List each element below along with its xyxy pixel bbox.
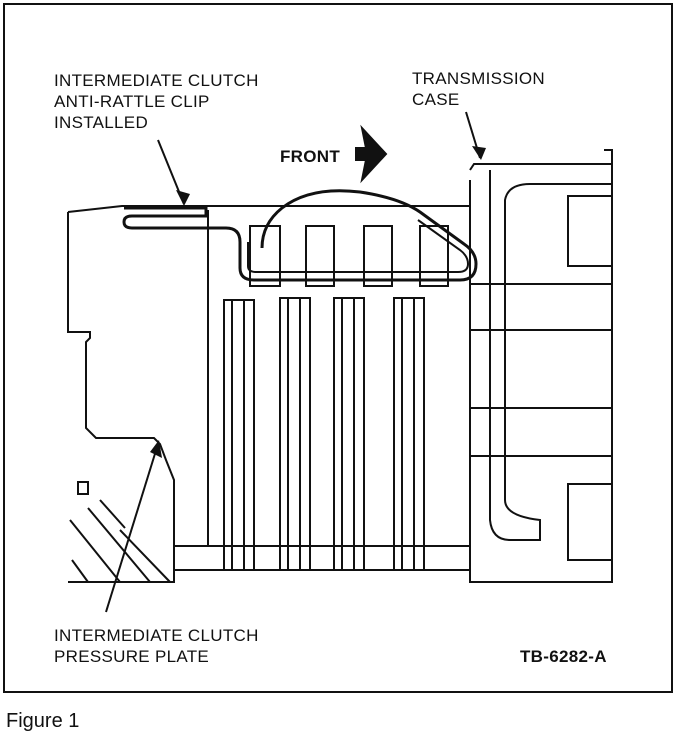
case-notch: [604, 149, 613, 164]
clip-leader-arrowhead-icon: [176, 190, 190, 206]
figure-caption: Figure 1: [6, 710, 80, 732]
left-diagonal-hatch: [69, 499, 171, 583]
case-leader-arrowhead-icon: [472, 146, 486, 160]
front-label: FRONT: [280, 147, 341, 166]
clutch-plate-2-core: [287, 297, 301, 571]
case-inner-channel: [489, 170, 612, 541]
upper-column-2: [305, 225, 335, 287]
clutch-plate-1-core: [231, 299, 245, 571]
clutch-plate-1: [223, 299, 255, 571]
pressure-plate-bar: [207, 210, 470, 547]
case-outline: [469, 163, 613, 583]
plate-leader-arrowhead-icon: [150, 440, 162, 458]
clutch-plate-3-core: [341, 297, 355, 571]
front-arrow-icon: [355, 124, 388, 184]
plate-leader-line: [105, 443, 159, 613]
figure-frame: [3, 3, 673, 693]
case-rib-lower: [567, 483, 613, 561]
anti-rattle-clip-label-line-3: INSTALLED: [54, 113, 149, 132]
transmission-case-label: TRANSMISSION CASE: [412, 68, 545, 110]
anti-rattle-clip-inner: [247, 219, 470, 273]
upper-column-1: [249, 225, 281, 287]
case-rib-upper: [567, 195, 613, 267]
base-step: [174, 545, 470, 571]
clutch-plate-4: [393, 297, 425, 571]
clutch-plate-4-core: [401, 297, 415, 571]
pressure-plate-label-line-2: PRESSURE PLATE: [54, 647, 210, 666]
case-slot-1: [470, 283, 612, 331]
left-housing-top: [67, 205, 470, 213]
anti-rattle-clip-label: INTERMEDIATE CLUTCH ANTI-RATTLE CLIP INS…: [54, 70, 259, 133]
part-number-label: TB-6282-A: [520, 647, 607, 666]
case-slot-2: [470, 407, 612, 457]
transmission-case-label-line-2: CASE: [412, 90, 460, 109]
anti-rattle-clip-label-line-2: ANTI-RATTLE CLIP: [54, 92, 210, 111]
upper-column-4: [419, 225, 449, 287]
pressure-plate-label-line-1: INTERMEDIATE CLUTCH: [54, 626, 259, 645]
clutch-plate-2: [279, 297, 311, 571]
transmission-case-label-line-1: TRANSMISSION: [412, 69, 546, 88]
clutch-plate-3: [333, 297, 365, 571]
upper-column-3: [363, 225, 393, 287]
left-housing-outline: [67, 212, 175, 583]
left-housing-notch: [77, 481, 89, 495]
anti-rattle-clip-label-line-1: INTERMEDIATE CLUTCH: [54, 71, 259, 90]
pressure-plate-label: INTERMEDIATE CLUTCH PRESSURE PLATE: [54, 625, 259, 667]
anti-rattle-clip: [122, 189, 478, 282]
